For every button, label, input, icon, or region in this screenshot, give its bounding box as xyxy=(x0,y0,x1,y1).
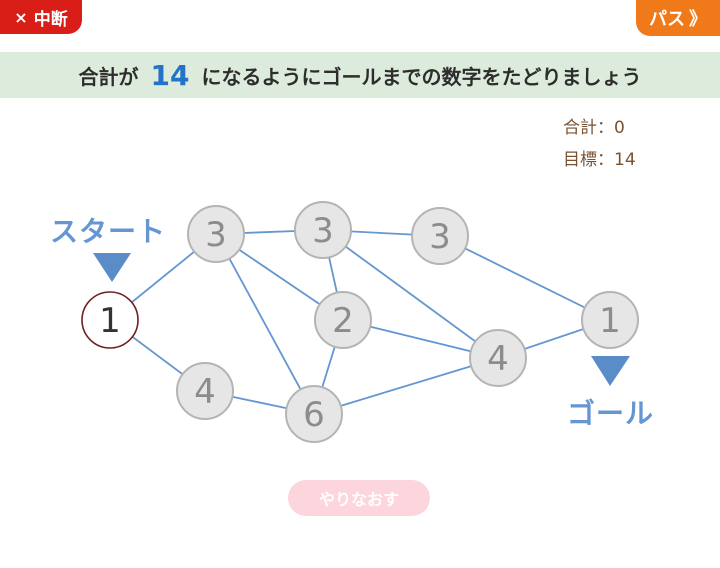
node-circle xyxy=(176,362,234,420)
node-circle xyxy=(187,205,245,263)
quit-button[interactable]: × 中断 xyxy=(0,0,82,34)
node-value: 1 xyxy=(99,301,121,341)
node-n4b[interactable]: 4 xyxy=(469,329,527,387)
edge-n3c-goal xyxy=(439,235,611,321)
edge-n6-n4b xyxy=(313,357,499,415)
edge-n3a-n6 xyxy=(215,233,315,415)
node-circle xyxy=(469,329,527,387)
current-sum: 合計：0 xyxy=(563,118,625,138)
close-icon: × xyxy=(14,7,28,27)
pass-label: パス xyxy=(649,9,685,30)
node-goal[interactable]: 1 xyxy=(581,291,639,349)
instruction-prefix: 合計が xyxy=(78,64,139,89)
node-n3a[interactable]: 3 xyxy=(187,205,245,263)
start-label: スタート xyxy=(50,215,167,248)
node-value: 3 xyxy=(312,211,334,251)
node-value: 4 xyxy=(487,339,509,379)
node-value: 2 xyxy=(332,301,354,341)
score-panel: 合計：0 目標：14 xyxy=(563,112,636,176)
node-circle xyxy=(294,201,352,259)
goal-arrow-icon xyxy=(591,356,630,386)
node-circle xyxy=(81,291,139,349)
node-circle xyxy=(285,385,343,443)
target-number: 14 xyxy=(150,58,190,92)
pass-button[interactable]: パス 》 xyxy=(636,0,720,36)
node-start[interactable]: 1 xyxy=(81,291,139,349)
node-n3b[interactable]: 3 xyxy=(294,201,352,259)
goal-sum: 目標：14 xyxy=(563,150,636,170)
double-chevron-right-icon: 》 xyxy=(689,9,707,30)
instruction-banner: 合計が 14 になるようにゴールまでの数字をたどりましょう xyxy=(0,52,720,98)
node-value: 3 xyxy=(205,215,227,255)
goal-label: ゴール xyxy=(567,397,655,430)
edge-n3b-n4b xyxy=(322,229,499,359)
instruction-suffix: になるようにゴールまでの数字をたどりましょう xyxy=(201,64,642,89)
node-n2[interactable]: 2 xyxy=(314,291,372,349)
node-n3c[interactable]: 3 xyxy=(411,207,469,265)
node-value: 3 xyxy=(429,217,451,257)
node-n4a[interactable]: 4 xyxy=(176,362,234,420)
start-arrow-icon xyxy=(93,253,131,282)
node-value: 6 xyxy=(303,395,325,435)
graph-nodes: 1 3 3 3 2 4 6 4 1 xyxy=(81,201,639,443)
quit-label: 中断 xyxy=(33,9,68,30)
node-value: 1 xyxy=(599,301,621,341)
redo-button[interactable]: やりなおす xyxy=(288,480,430,516)
node-value: 4 xyxy=(194,372,216,412)
node-n6[interactable]: 6 xyxy=(285,385,343,443)
node-circle xyxy=(411,207,469,265)
node-circle xyxy=(581,291,639,349)
node-circle xyxy=(314,291,372,349)
